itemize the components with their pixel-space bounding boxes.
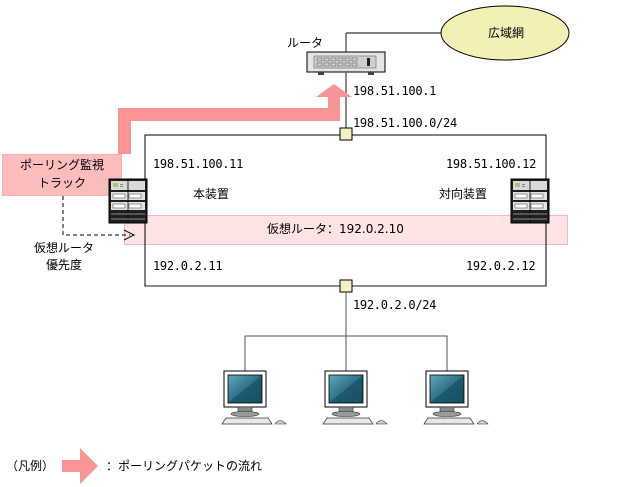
virtual-router-band <box>124 215 568 245</box>
priority-line1: 仮想ルータ <box>33 241 94 255</box>
polling-track-box <box>2 154 122 196</box>
upper-junction <box>339 127 353 141</box>
local-upper-ip: 198.51.100.11 <box>153 157 244 171</box>
legend-arrow-icon <box>62 448 98 484</box>
virtual-router-label: 仮想ルータ：192.0.2.10 <box>267 222 404 236</box>
priority-arrowhead <box>123 229 136 241</box>
local-device-label: 本装置 <box>193 187 230 201</box>
terminal-pc-icon-2 <box>322 370 388 425</box>
peer-device-label: 対向装置 <box>439 187 488 201</box>
peer-upper-ip: 198.51.100.12 <box>446 157 537 171</box>
peer-switch-icon <box>510 178 550 224</box>
polling-track-line1: ポーリング監視 <box>19 158 104 172</box>
peer-lower-ip: 192.0.2.12 <box>466 259 536 273</box>
priority-line2: 優先度 <box>45 258 82 272</box>
wan-label: 広域網 <box>487 26 524 40</box>
router-icon <box>306 51 386 75</box>
router-label: ルータ <box>287 36 324 50</box>
legend-description: ：ポーリングパケットの流れ <box>106 459 263 473</box>
legend-prefix: （凡例） <box>6 459 55 473</box>
priority-dashed-arrow <box>62 196 130 236</box>
upper-subnet: 198.51.100.0/24 <box>353 116 457 130</box>
polling-track-line2: トラック <box>37 176 86 190</box>
terminal-bus <box>244 335 448 371</box>
router-ip: 198.51.100.1 <box>353 84 437 98</box>
local-lower-ip: 192.0.2.11 <box>153 259 223 273</box>
polling-packet-arrow <box>118 84 352 154</box>
terminal-pc-icon-3 <box>423 370 489 425</box>
terminal-pc-icon-1 <box>221 370 287 425</box>
lower-subnet: 192.0.2.0/24 <box>353 298 437 312</box>
